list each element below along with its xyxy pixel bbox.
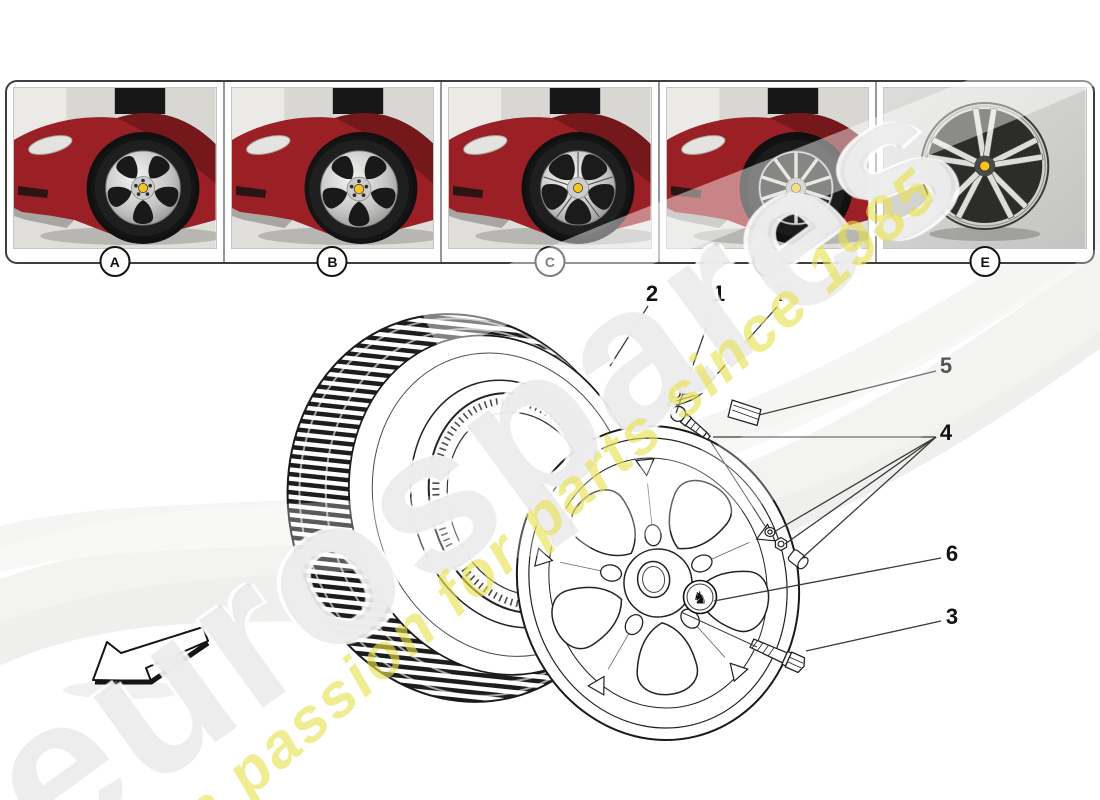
wheel-option-panel-e[interactable]: E bbox=[877, 82, 1093, 277]
panel-photo-d bbox=[665, 87, 870, 249]
wheel-option-panel-b[interactable]: B bbox=[225, 82, 443, 277]
wheel-option-panel-a[interactable]: A bbox=[7, 82, 225, 277]
valve-cap bbox=[787, 549, 809, 570]
panel-label-e: E bbox=[969, 246, 1001, 277]
callout-1[interactable]: 1 bbox=[713, 281, 725, 306]
callout-3[interactable]: 3 bbox=[946, 604, 958, 629]
wheel-options-strip: A B C D E bbox=[5, 80, 1095, 277]
tyre-pressure-sensor bbox=[662, 381, 704, 407]
panel-label-d: D bbox=[752, 246, 784, 277]
panel-label-c: C bbox=[534, 246, 566, 277]
wheel-option-panel-c[interactable]: C bbox=[442, 82, 660, 277]
valve-stem bbox=[669, 405, 711, 441]
valve-nut bbox=[774, 536, 788, 552]
callout-2[interactable]: 2 bbox=[646, 281, 658, 306]
wheel-centre-cap: ♞ bbox=[682, 579, 718, 615]
direction-arrow-icon bbox=[63, 626, 210, 699]
valve-washer bbox=[764, 526, 776, 538]
callout-5[interactable]: 5 bbox=[940, 353, 952, 378]
callout-7[interactable]: 7 bbox=[776, 281, 788, 306]
panel-photo-a bbox=[13, 87, 217, 249]
wheel-rim-drawing bbox=[515, 424, 801, 742]
leader-lines bbox=[609, 305, 942, 652]
wheel-option-panel-d[interactable]: D bbox=[660, 82, 878, 277]
panel-label-a: A bbox=[99, 246, 131, 277]
balance-weight bbox=[727, 399, 762, 427]
panel-label-b: B bbox=[316, 246, 348, 277]
callout-4[interactable]: 4 bbox=[940, 420, 953, 445]
ferrari-horse-icon: ♞ bbox=[692, 589, 707, 608]
callout-6[interactable]: 6 bbox=[946, 541, 958, 566]
panel-photo-e bbox=[883, 87, 1087, 249]
panel-photo-b bbox=[230, 87, 435, 249]
panel-photo-c bbox=[448, 87, 652, 249]
